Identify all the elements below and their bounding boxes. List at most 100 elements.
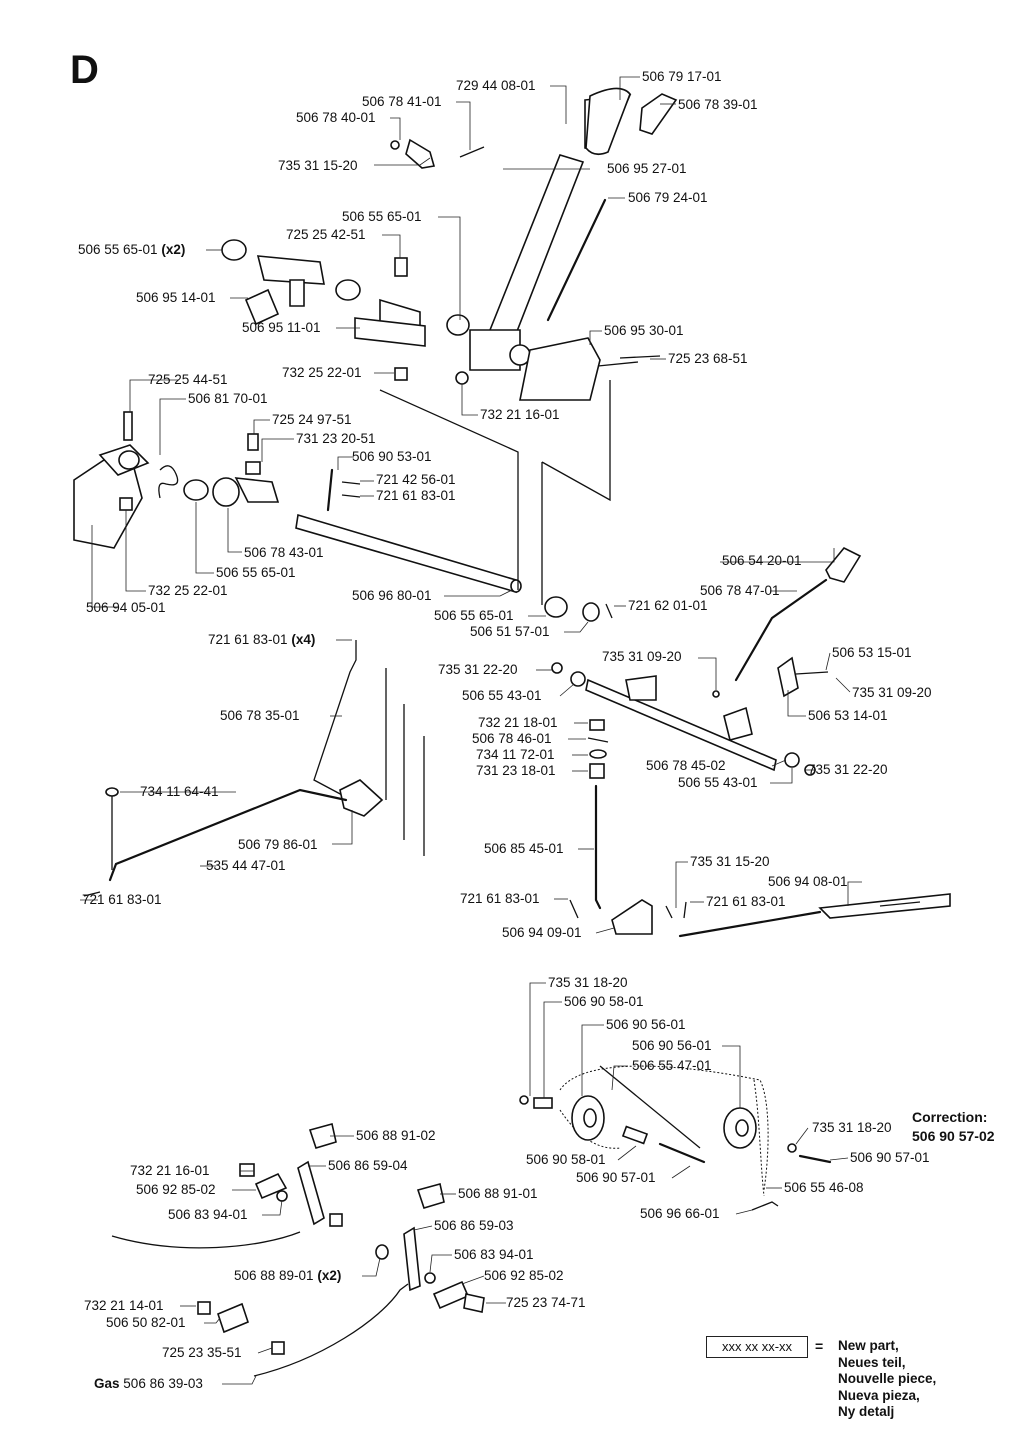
- part-label: 535 44 47-01: [206, 858, 286, 873]
- correction-title: Correction:: [912, 1109, 988, 1125]
- part-label: 506 92 85-02: [484, 1268, 564, 1283]
- part-label: 732 21 16-01: [130, 1163, 210, 1178]
- part-label: 725 24 97-51: [272, 412, 352, 427]
- part-label: 735 31 09-20: [852, 685, 932, 700]
- part-label: 732 25 22-01: [282, 365, 362, 380]
- part-label: 506 78 40-01: [296, 110, 376, 125]
- part-label: 506 83 94-01: [454, 1247, 534, 1262]
- part-label: 506 90 58-01: [564, 994, 644, 1009]
- part-label: 506 88 91-01: [458, 1186, 538, 1201]
- legend-text: New part, Neues teil, Nouvelle piece, Nu…: [838, 1338, 936, 1421]
- legend-line: Nouvelle piece,: [838, 1371, 937, 1387]
- part-label: 735 31 22-20: [438, 662, 518, 677]
- part-label: 506 54 20-01: [722, 553, 802, 568]
- part-label: 731 23 20-51: [296, 431, 376, 446]
- part-label: 506 78 39-01: [678, 97, 758, 112]
- handle-lever-group: [206, 76, 678, 416]
- part-label: 721 61 83-01: [82, 892, 162, 907]
- part-label: 506 94 05-01: [86, 600, 166, 615]
- part-label: 732 21 14-01: [84, 1298, 164, 1313]
- part-label: 506 96 66-01: [640, 1206, 720, 1221]
- part-label: 506 92 85-02: [136, 1182, 216, 1197]
- part-label: 725 23 35-51: [162, 1345, 242, 1360]
- part-label: 506 83 94-01: [168, 1207, 248, 1222]
- part-label: 721 61 83-01: [706, 894, 786, 909]
- part-label: 506 55 43-01: [462, 688, 542, 703]
- part-label: 506 55 65-01 (x2): [78, 242, 186, 257]
- part-label: 506 94 08-01: [768, 874, 848, 889]
- rod-linkage-group: [80, 639, 425, 901]
- part-label: 506 90 53-01: [352, 449, 432, 464]
- chain-drive-group: [519, 982, 849, 1215]
- part-label: 735 31 15-20: [278, 158, 358, 173]
- part-label: 721 61 83-01: [376, 488, 456, 503]
- part-label: 732 25 22-01: [148, 583, 228, 598]
- section-letter: D: [70, 48, 99, 92]
- part-label: 506 50 82-01: [106, 1315, 186, 1330]
- part-label: 506 90 58-01: [526, 1152, 606, 1167]
- part-label: 734 11 72-01: [476, 747, 555, 762]
- part-label: 729 44 08-01: [456, 78, 536, 93]
- part-label: 725 25 44-51: [148, 372, 228, 387]
- part-label: 506 95 11-01: [242, 320, 321, 335]
- part-label: 506 78 43-01: [244, 545, 324, 560]
- part-label: 506 79 17-01: [642, 69, 722, 84]
- part-label: 506 90 56-01: [632, 1038, 712, 1053]
- correction-part: 506 90 57-02: [912, 1128, 995, 1144]
- lift-lever-group: [536, 546, 862, 784]
- part-label: 734 11 64-41: [140, 784, 219, 799]
- throttle-controls-group: [111, 1123, 506, 1385]
- part-label: 506 86 59-04: [328, 1158, 408, 1173]
- part-label: 506 55 65-01: [342, 209, 422, 224]
- part-label: 732 21 16-01: [480, 407, 560, 422]
- part-label: 506 51 57-01: [470, 624, 550, 639]
- part-label: 506 95 14-01: [136, 290, 216, 305]
- pedal-shaft-group: [73, 379, 611, 608]
- part-label: 506 55 65-01: [216, 565, 296, 580]
- part-label: 506 86 59-03: [434, 1218, 514, 1233]
- part-label: 506 78 46-01: [472, 731, 552, 746]
- shaft-washer-group: [528, 596, 626, 633]
- part-label: 721 61 83-01 (x4): [208, 632, 316, 647]
- part-label: 506 55 43-01: [678, 775, 758, 790]
- part-label: 506 88 89-01 (x2): [234, 1268, 342, 1283]
- legend-line: Nueva pieza,: [838, 1387, 920, 1403]
- part-label: 725 23 74-71: [506, 1295, 586, 1310]
- part-label: 732 21 18-01: [478, 715, 558, 730]
- part-label: 506 53 15-01: [832, 645, 912, 660]
- part-label: Gas 506 86 39-03: [94, 1376, 203, 1391]
- part-label: 506 85 45-01: [484, 841, 564, 856]
- part-label: 735 31 22-20: [808, 762, 888, 777]
- part-label: 506 55 47-01: [632, 1058, 712, 1073]
- part-label: 506 79 86-01: [238, 837, 318, 852]
- part-label: 506 81 70-01: [188, 391, 268, 406]
- legend-line: New part,: [838, 1338, 899, 1353]
- part-label: 721 61 83-01: [460, 891, 540, 906]
- part-label: 506 88 91-02: [356, 1128, 436, 1143]
- part-label: 735 31 15-20: [690, 854, 770, 869]
- part-label: 735 31 09-20: [602, 649, 682, 664]
- part-label: 506 90 57-01: [576, 1170, 656, 1185]
- part-label: 506 78 35-01: [220, 708, 300, 723]
- part-label: 735 31 18-20: [812, 1120, 892, 1135]
- legend-line: Neues teil,: [838, 1354, 906, 1370]
- part-label: 506 78 45-02: [646, 758, 726, 773]
- legend-part-box: xxx xx xx-xx: [706, 1336, 808, 1358]
- part-label: 721 62 01-01: [628, 598, 708, 613]
- small-parts-stack: [568, 719, 609, 910]
- part-label: 735 31 18-20: [548, 975, 628, 990]
- part-label: 725 23 68-51: [668, 351, 748, 366]
- part-label: 721 42 56-01: [376, 472, 456, 487]
- correction-note: Correction: 506 90 57-02: [912, 1108, 995, 1146]
- part-label: 506 90 56-01: [606, 1017, 686, 1032]
- brake-rod-group: [554, 861, 951, 938]
- part-label: 506 90 57-01: [850, 1150, 930, 1165]
- part-label: 506 95 27-01: [607, 161, 687, 176]
- part-label: 506 79 24-01: [628, 190, 708, 205]
- part-label: 506 94 09-01: [502, 925, 582, 940]
- legend-line: Ny detalj: [838, 1404, 895, 1420]
- part-label: 506 55 65-01: [434, 608, 514, 623]
- part-label: 506 78 47-01: [700, 583, 780, 598]
